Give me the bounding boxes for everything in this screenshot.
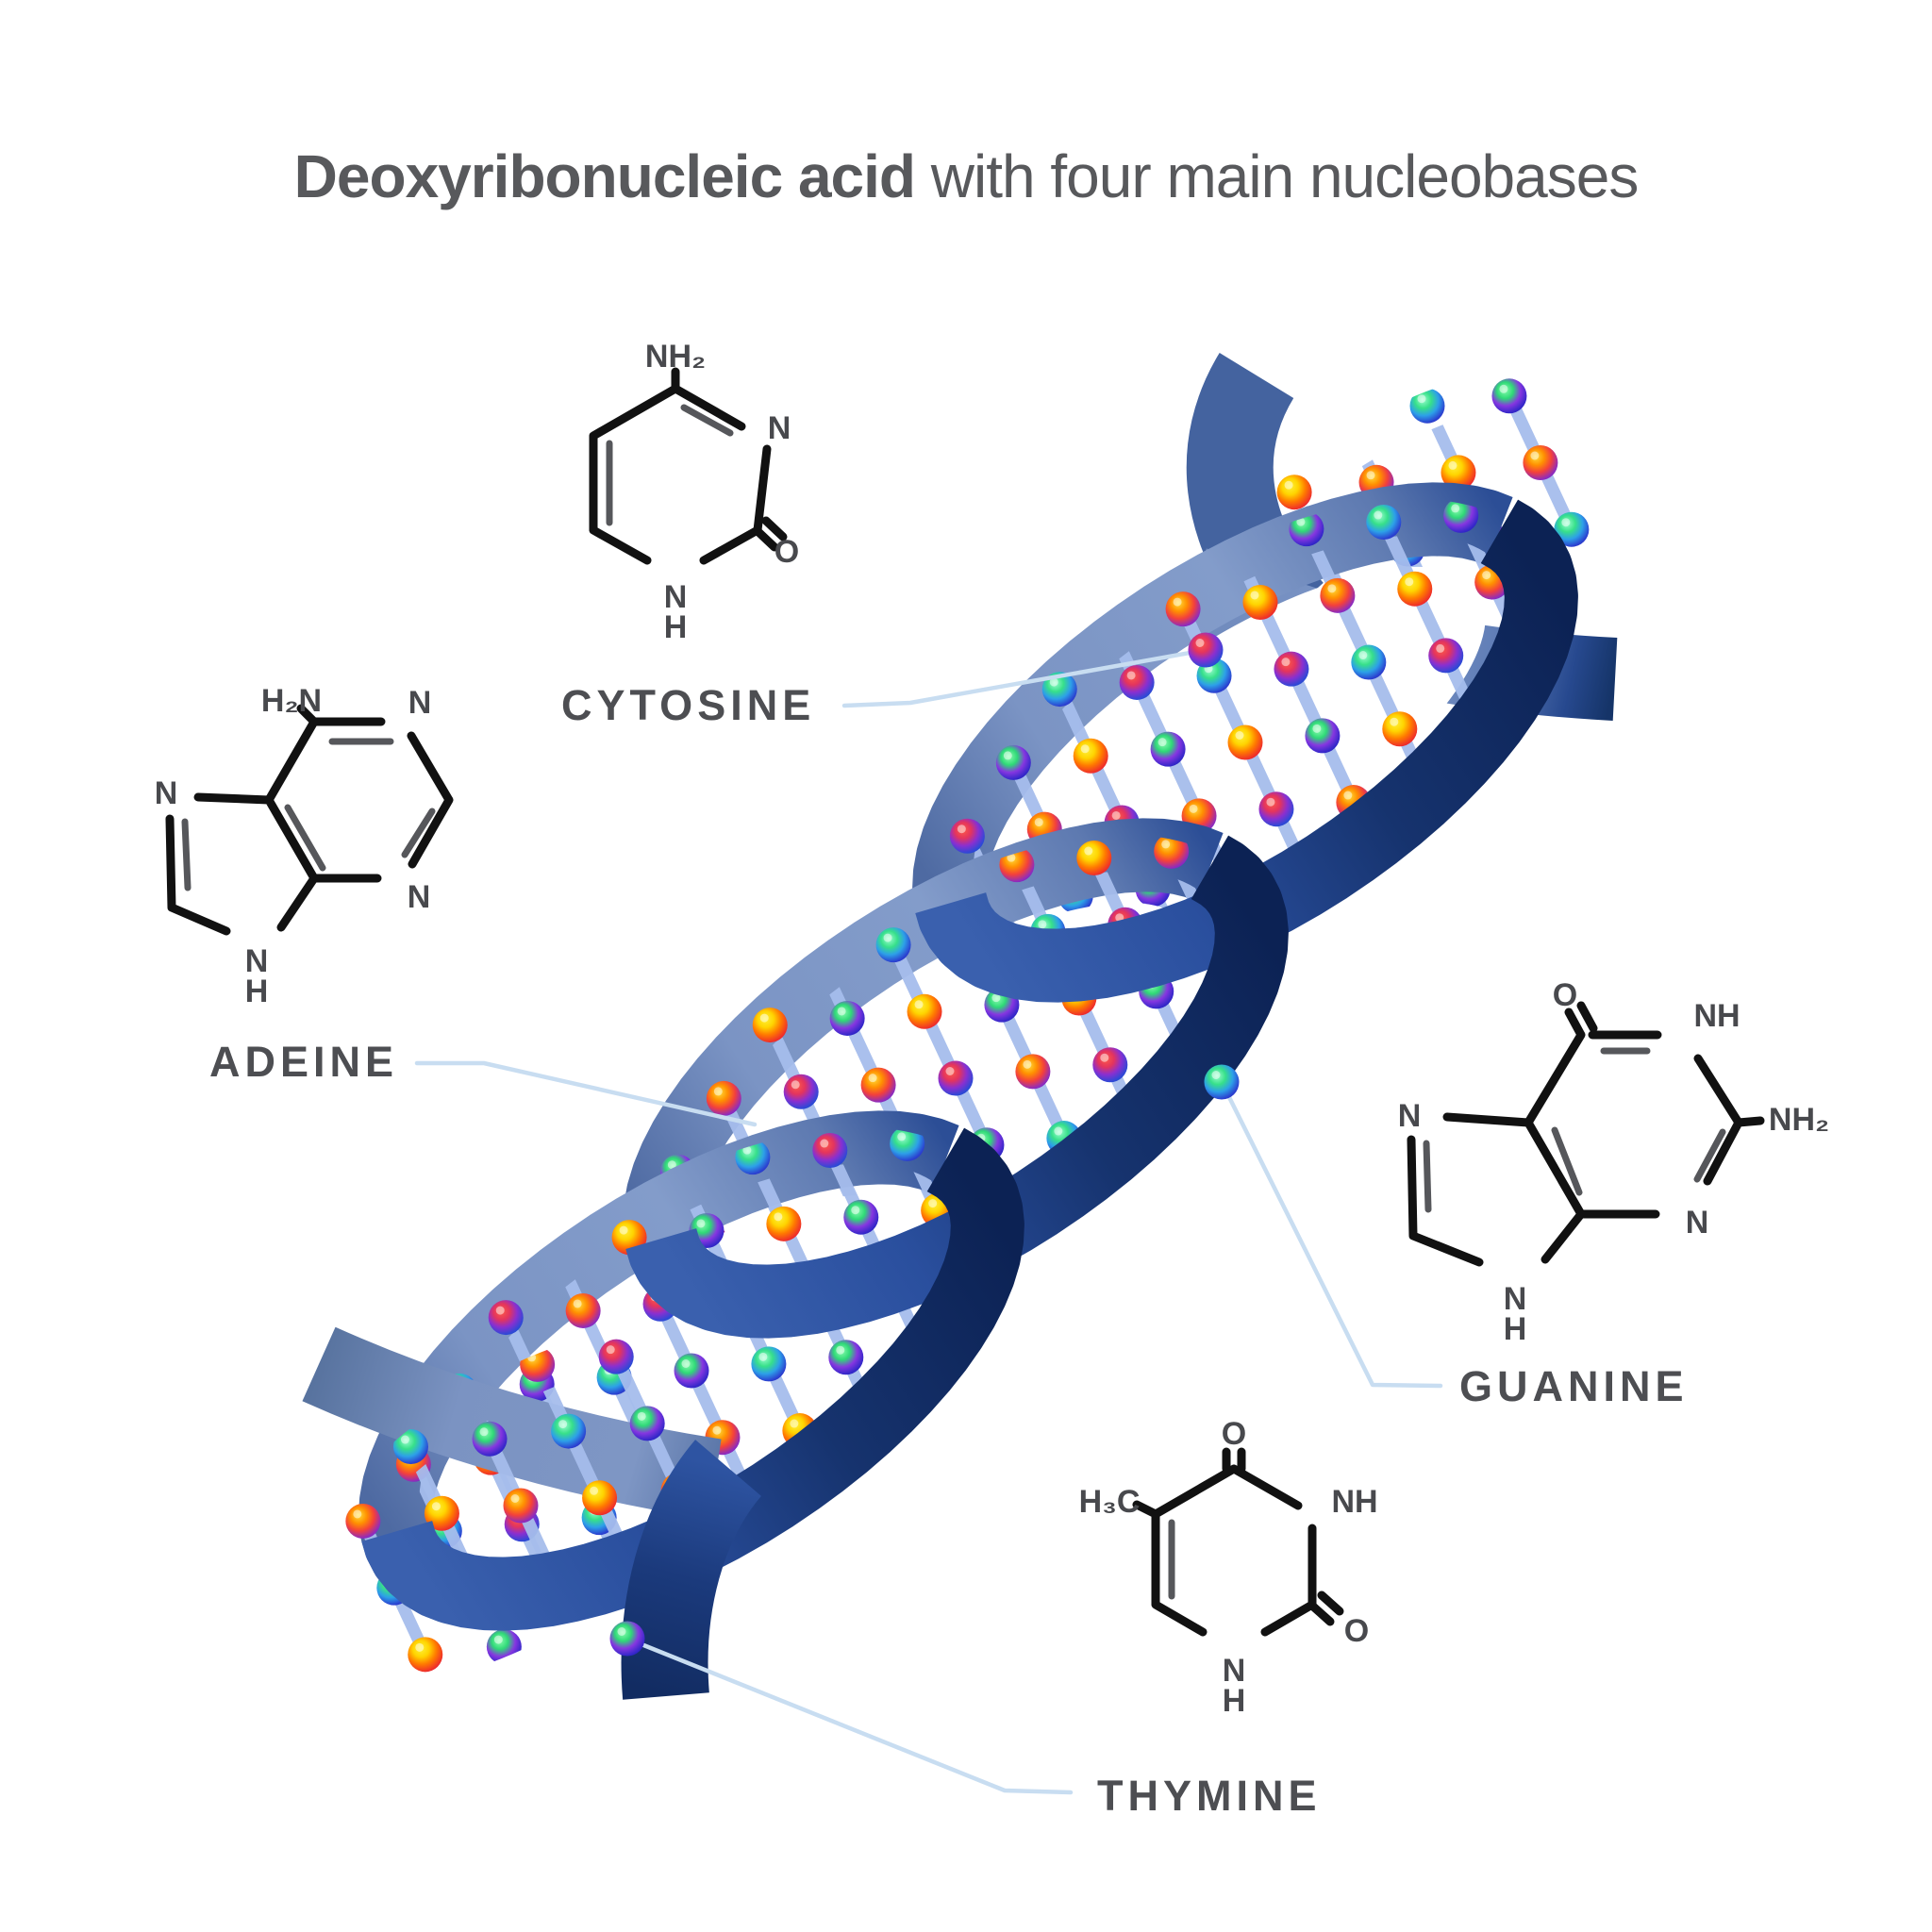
adenine-n-penta-label: N: [155, 775, 178, 811]
adenine-bonds: [165, 704, 454, 936]
adenine-leader-line: [414, 1060, 758, 1127]
thymine-structure: O NH O N H H₃C: [1079, 1416, 1378, 1719]
dna-helix-illustration: [302, 348, 1618, 1702]
guanine-amine-label: NH₂: [1769, 1102, 1829, 1138]
adenine-structure: H₂N N N N N H: [155, 683, 454, 1009]
guanine-n-bottom-label: N: [1504, 1281, 1527, 1317]
guanine-n-right-label: N: [1686, 1205, 1709, 1241]
leader-lines: [414, 647, 1443, 1795]
guanine-label: GUANINE: [1459, 1362, 1689, 1410]
thymine-leader-line: [625, 1636, 1074, 1795]
guanine-leader-line: [1219, 1079, 1443, 1389]
title-bold: Deoxyribonucleic acid: [293, 142, 916, 210]
thymine-nh-label: NH: [1331, 1484, 1377, 1520]
cytosine-o-label: O: [774, 534, 799, 570]
cytosine-bonds: [589, 367, 788, 565]
cytosine-leader-line: [841, 647, 1208, 708]
cytosine-h-label: H: [664, 609, 688, 645]
thymine-h-label: H: [1223, 1683, 1246, 1719]
adenine-n-top-label: N: [408, 685, 432, 721]
cytosine-amine-label: NH₂: [645, 339, 706, 375]
thymine-bonds: [1132, 1447, 1344, 1637]
thymine-methyl-label: H₃C: [1079, 1484, 1141, 1520]
cytosine-double-bonds: [606, 404, 734, 526]
leader-anchor-beads: [609, 632, 1240, 1657]
title-regular-spacer: [915, 142, 931, 210]
thymine-n-bottom-label: N: [1223, 1653, 1246, 1689]
adenine-label: ADEINE: [209, 1038, 399, 1086]
guanine-nh-label: NH: [1693, 998, 1740, 1034]
thymine-label: THYMINE: [1097, 1772, 1322, 1820]
cytosine-n-bottom-label: N: [664, 579, 688, 615]
cytosine-structure: NH₂ N O N H: [589, 339, 799, 645]
adenine-double-bonds: [181, 738, 436, 891]
guanine-n-penta-label: N: [1398, 1098, 1422, 1134]
page-title: Deoxyribonucleic acid with four main nuc…: [0, 142, 1932, 211]
cytosine-label: CYTOSINE: [561, 681, 816, 729]
adenine-h-label: H: [245, 974, 269, 1009]
guanine-bonds: [1407, 1001, 1765, 1267]
adenine-amine-label: H₂N: [261, 683, 322, 719]
title-regular: with four main nucleobases: [930, 142, 1640, 210]
adenine-n-bottom-label: N: [245, 943, 269, 979]
guanine-double-bonds: [1423, 1047, 1726, 1213]
guanine-o-label: O: [1553, 977, 1577, 1013]
thymine-o-right-label: O: [1344, 1613, 1369, 1649]
guanine-structure: O NH NH₂ N N N H: [1398, 977, 1829, 1347]
thymine-o-top-label: O: [1222, 1416, 1246, 1452]
adenine-n-right-label: N: [408, 879, 431, 915]
cytosine-n-ring-label: N: [768, 410, 791, 446]
guanine-h-label: H: [1504, 1311, 1527, 1347]
